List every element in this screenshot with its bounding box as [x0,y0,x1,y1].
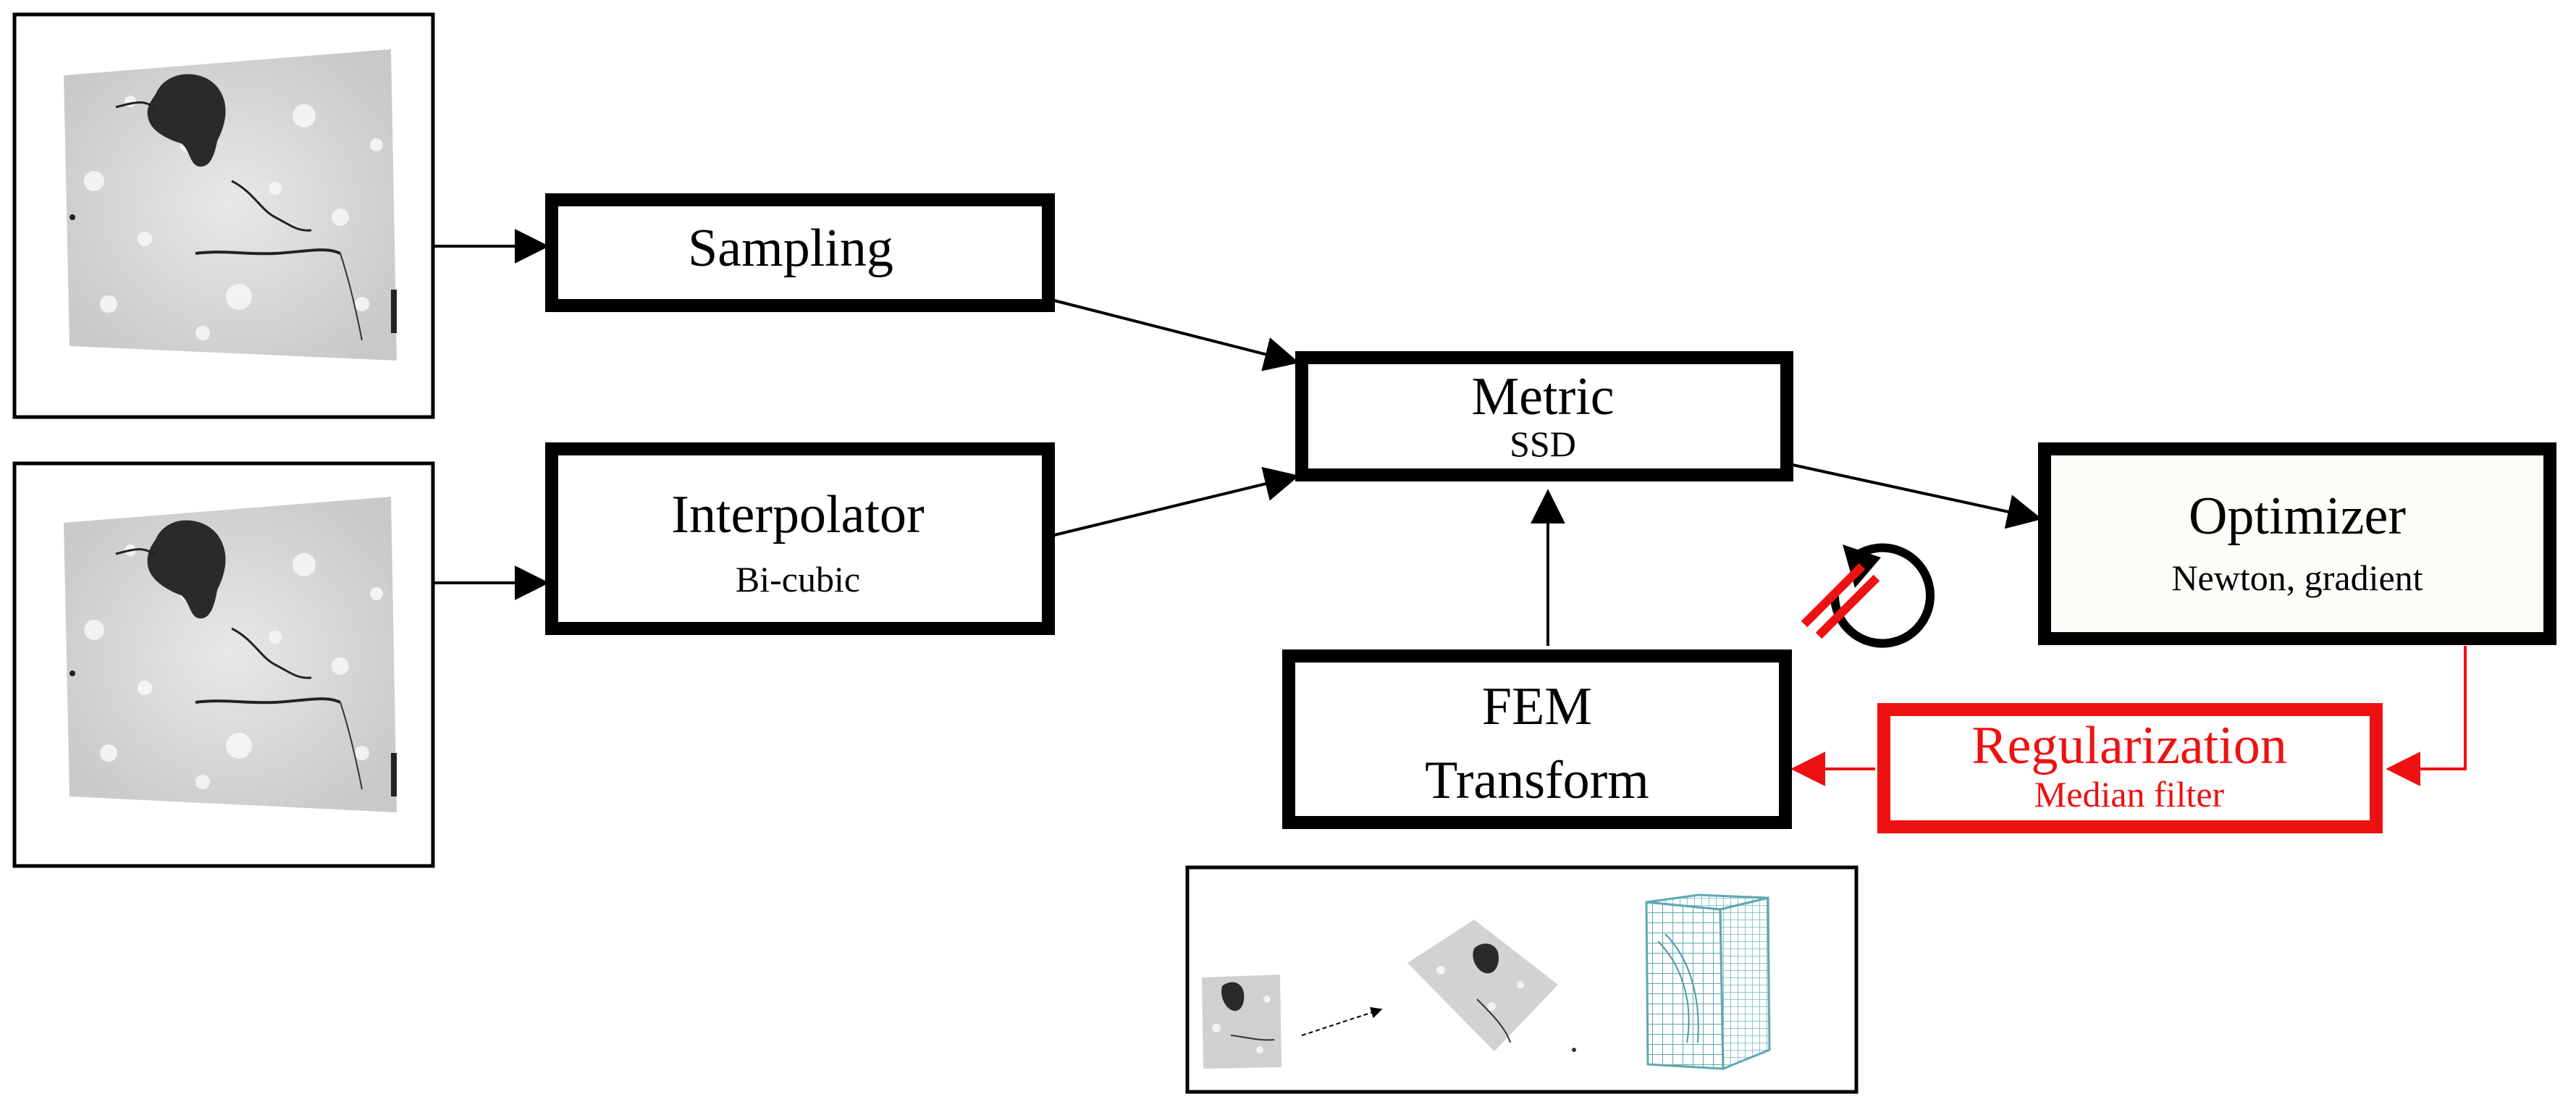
arrow-interpolator-to-metric [1051,466,1300,537]
regularization-connectors [1790,646,2467,786]
metric-box: Metric SSD [1295,351,1793,481]
metric-subtitle: SSD [1510,424,1576,464]
regularization-title: Regularization [1971,716,2287,775]
regularization-box: Regularization Median filter [1877,703,2383,833]
iteration-cycle-icon [1801,543,1935,648]
deformed-mesh-cube [1645,893,1771,1071]
sampling-title: Sampling [688,219,893,278]
connectors [433,229,2042,646]
fem-title-line2: Transform [1425,751,1649,810]
pore-shape [147,520,226,619]
arrow-metric-to-optimizer [1792,463,2042,529]
pore-shape [147,74,226,167]
arrow-optimizer-to-regularization [2386,646,2467,786]
metric-title: Metric [1471,367,1614,426]
optimizer-box: Optimizer Newton, gradient [2038,442,2556,645]
arrow-sampling-to-metric [1051,298,1300,371]
input-image-frame-top [12,12,435,419]
sampling-box: Sampling [545,193,1055,312]
optimizer-subtitle: Newton, gradient [2171,558,2423,598]
ct-slice-image-bottom [64,497,397,812]
rotated-ct-slice-thumbnail [1407,920,1576,1052]
transform-examples-panel [1185,865,1859,1094]
interpolator-box: Interpolator Bi-cubic [545,442,1055,635]
fem-title-line1: FEM [1482,677,1592,736]
ct-slice-image-top [64,49,397,361]
regularization-subtitle: Median filter [2034,774,2225,815]
interpolator-title: Interpolator [671,485,924,544]
ct-slice-thumbnail [1202,975,1281,1069]
optimizer-title: Optimizer [2189,487,2406,546]
interpolator-subtitle: Bi-cubic [736,559,860,600]
fem-transform-box: FEM Transform [1282,649,1792,829]
input-image-frame-bottom [12,461,435,868]
